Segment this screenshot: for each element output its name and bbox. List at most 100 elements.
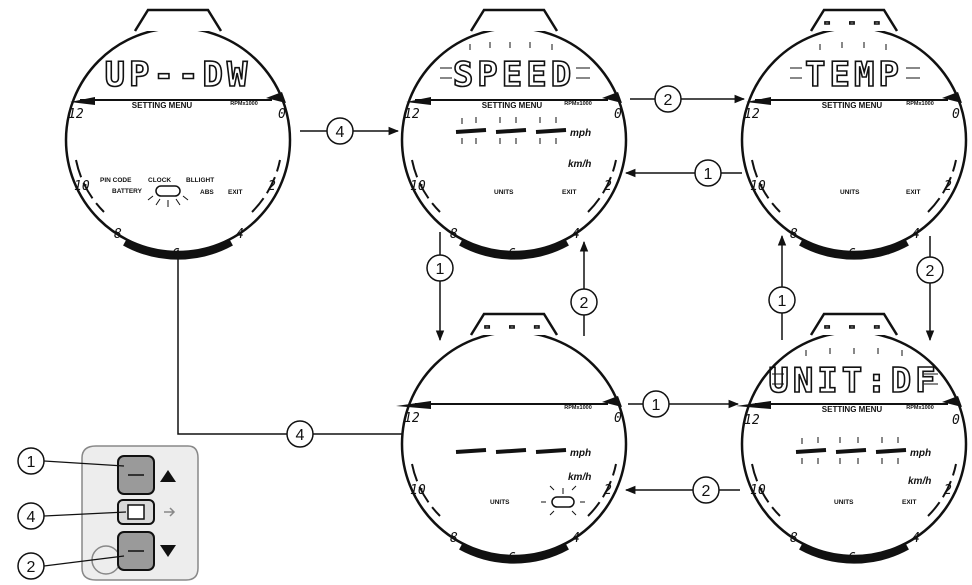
callout-speed-to-temp: 2 bbox=[654, 85, 682, 113]
dial-speed-tick-6: 6 bbox=[508, 247, 516, 262]
dial-speed-dashes bbox=[455, 117, 567, 144]
dial-start-tick-0: 0 bbox=[278, 107, 286, 122]
keypad-callout-2: 2 bbox=[17, 552, 45, 580]
callout-units-to-unitf: 1 bbox=[642, 390, 670, 418]
dial-start-tick-8: 8 bbox=[114, 227, 122, 242]
dial-temp-top-readout: - - - bbox=[823, 15, 885, 31]
callout-temp-to-speed: 1 bbox=[694, 159, 722, 187]
svg-text:1: 1 bbox=[704, 166, 713, 183]
dial-start-tick-2: 2 bbox=[268, 179, 276, 194]
svg-text:4: 4 bbox=[296, 427, 305, 444]
dial-units-units: UNITS bbox=[490, 499, 510, 506]
dial-units-tick-8: 8 bbox=[450, 531, 458, 546]
svg-text:1: 1 bbox=[27, 454, 36, 471]
dial-start-tick-6: 6 bbox=[172, 247, 180, 262]
dial-start-selector-blink bbox=[147, 195, 189, 207]
dial-start-tick-4: 4 bbox=[236, 227, 244, 242]
dial-temp-tick-0: 0 bbox=[952, 107, 960, 122]
dial-unitf-unit-kmh: km/h bbox=[908, 476, 931, 487]
dial-temp-exit: EXIT bbox=[906, 189, 920, 196]
dial-start-item-abs: ABS bbox=[200, 189, 214, 196]
dial-unitf-tick-10: 10 bbox=[750, 483, 766, 498]
dial-unitf-rpm: RPMx1000 bbox=[906, 405, 934, 411]
dial-temp-blink bbox=[790, 42, 920, 79]
dial-units-rpm: RPMx1000 bbox=[564, 405, 592, 411]
dial-speed-tick-10: 10 bbox=[410, 179, 426, 194]
dial-units-selector-blink bbox=[541, 485, 585, 516]
dial-unitf: - - - UNIT:DF SETTING MENU RPMx1000 12 0… bbox=[736, 312, 968, 566]
dial-unitf-tick-8: 8 bbox=[790, 531, 798, 546]
dial-units: - - - RPMx1000 12 0 2 4 6 8 10 mph km/h … bbox=[396, 312, 628, 566]
dial-start-item-clock: CLOCK bbox=[148, 177, 171, 184]
dial-speed-unit-kmh: km/h bbox=[568, 159, 591, 170]
svg-text:1: 1 bbox=[436, 261, 445, 278]
dial-start-subtitle: SETTING MENU bbox=[132, 101, 193, 110]
dial-speed-tick-2: 2 bbox=[604, 179, 612, 194]
svg-text:1: 1 bbox=[778, 293, 787, 310]
dial-speed-tick-12: 12 bbox=[404, 107, 420, 122]
dial-units-tick-2: 2 bbox=[604, 483, 612, 498]
dial-temp-tick-10: 10 bbox=[750, 179, 766, 194]
dial-unitf-dashes bbox=[795, 437, 907, 464]
dial-unitf-unit-mph: mph bbox=[910, 448, 931, 459]
dial-temp-tick-12: 12 bbox=[744, 107, 760, 122]
callouts: 4 2 1 1 2 1 2 1 2 4 bbox=[286, 85, 944, 504]
dial-units-unit-kmh: km/h bbox=[568, 472, 591, 483]
svg-text:2: 2 bbox=[664, 92, 673, 109]
svg-text:2: 2 bbox=[702, 483, 711, 500]
dial-unitf-tick-4: 4 bbox=[912, 531, 920, 546]
right-arrow-icon bbox=[164, 507, 176, 517]
keypad-callouts: 1 4 2 bbox=[17, 447, 45, 580]
dial-start-tick-12: 12 bbox=[68, 107, 84, 122]
dial-temp-tick-4: 4 bbox=[912, 227, 920, 242]
dial-start-tick-10: 10 bbox=[74, 179, 90, 194]
dial-units-top-readout: - - - bbox=[483, 319, 545, 335]
svg-text:4: 4 bbox=[27, 509, 36, 526]
dial-start-selector bbox=[155, 185, 181, 197]
dial-speed-exit: EXIT bbox=[562, 189, 576, 196]
dial-start-rpm: RPMx1000 bbox=[230, 101, 258, 107]
down-arrow-icon bbox=[160, 545, 176, 557]
dial-speed-unit-mph: mph bbox=[570, 128, 591, 139]
keypad-leaders bbox=[43, 460, 127, 567]
dial-unitf-tick-6: 6 bbox=[848, 551, 856, 566]
dial-speed-tick-4: 4 bbox=[572, 227, 580, 242]
dial-temp-units: UNITS bbox=[840, 189, 860, 196]
callout-unitf-to-units: 2 bbox=[692, 476, 720, 504]
dial-temp-display: TEMP bbox=[805, 55, 903, 95]
callout-units-to-start: 4 bbox=[286, 420, 314, 448]
dial-units-tick-0: 0 bbox=[614, 411, 622, 426]
callout-temp-to-unitf: 2 bbox=[916, 256, 944, 284]
dial-units-unit-mph: mph bbox=[570, 448, 591, 459]
callout-start-to-speed: 4 bbox=[326, 117, 354, 145]
dial-units-tick-12: 12 bbox=[404, 411, 420, 426]
keypad-callout-4: 4 bbox=[17, 502, 45, 530]
callout-speed-to-units: 1 bbox=[426, 254, 454, 282]
dial-speed-tick-8: 8 bbox=[450, 227, 458, 242]
dial-units-tick-4: 4 bbox=[572, 531, 580, 546]
handlebar-switch bbox=[81, 445, 199, 581]
dial-speed: SPEED SETTING MENU RPMx1000 12 0 2 4 6 8… bbox=[400, 8, 628, 262]
dial-unitf-tick-2: 2 bbox=[944, 483, 952, 498]
dial-units-selector bbox=[551, 496, 575, 508]
dial-unitf-subtitle: SETTING MENU bbox=[822, 405, 883, 414]
dial-temp-tick-8: 8 bbox=[790, 227, 798, 242]
svg-text:1: 1 bbox=[652, 397, 661, 414]
dial-start-display: UP--DW bbox=[105, 55, 252, 95]
dial-speed-tick-0: 0 bbox=[614, 107, 622, 122]
svg-text:2: 2 bbox=[926, 263, 935, 280]
dial-unitf-display: UNIT:DF bbox=[768, 361, 939, 401]
dial-temp-tick-2: 2 bbox=[944, 179, 952, 194]
svg-text:2: 2 bbox=[580, 295, 589, 312]
dial-unitf-units: UNITS bbox=[834, 499, 854, 506]
dial-unitf-top-readout: - - - bbox=[823, 319, 885, 335]
dial-units-dashes bbox=[455, 448, 567, 454]
dial-unitf-tick-0: 0 bbox=[952, 413, 960, 428]
dial-unitf-blink bbox=[772, 348, 938, 385]
dial-temp: - - - TEMP SETTING MENU RPMx1000 12 0 2 … bbox=[740, 8, 968, 262]
navigation-arrows bbox=[173, 94, 935, 495]
up-arrow-icon bbox=[160, 470, 176, 482]
callout-units-to-speed: 2 bbox=[570, 288, 598, 316]
dial-temp-rpm: RPMx1000 bbox=[906, 101, 934, 107]
